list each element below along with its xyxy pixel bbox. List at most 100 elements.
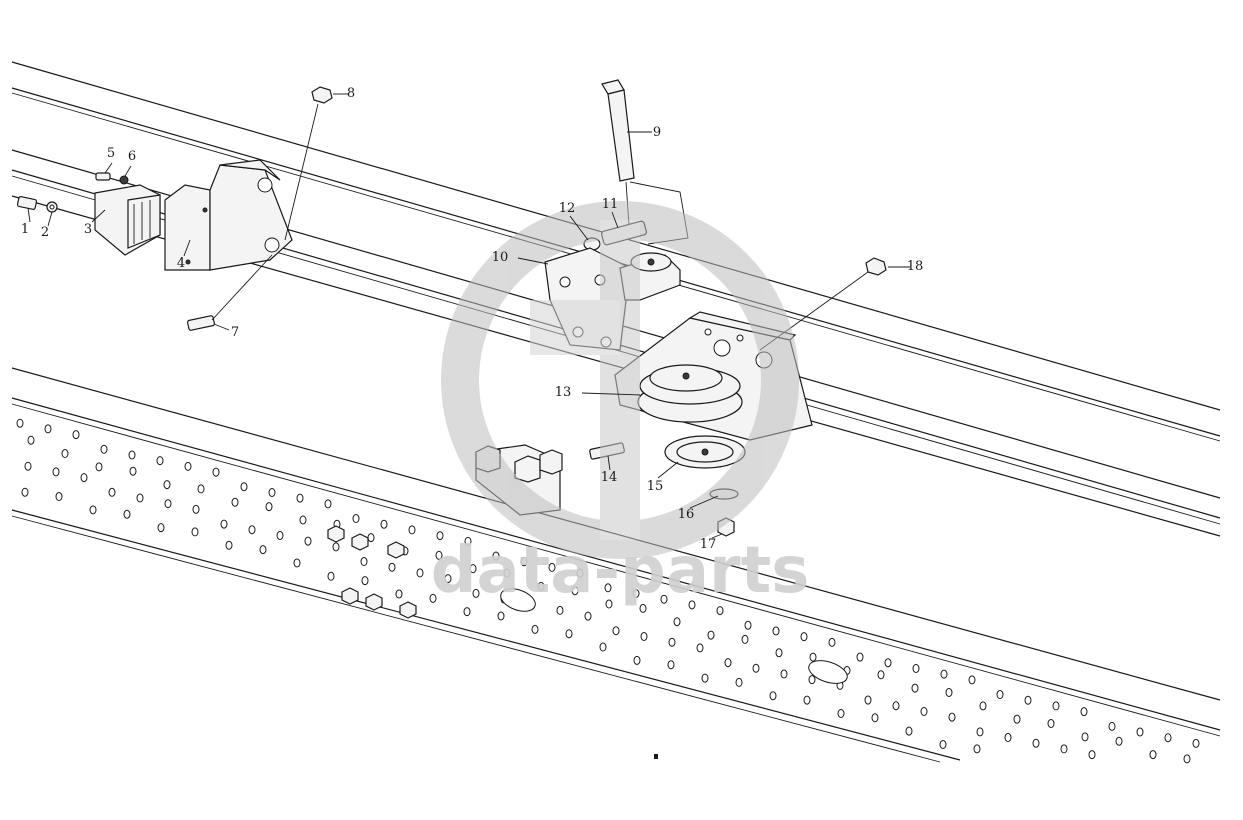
callout-4: 4: [177, 256, 185, 271]
rail-hole: [668, 637, 676, 647]
rail-hole: [192, 504, 200, 514]
rail-hole: [912, 663, 920, 673]
rail-hole: [72, 430, 80, 440]
rail-hole: [948, 712, 956, 722]
rail-hole: [639, 603, 647, 613]
rail-hole: [696, 643, 704, 653]
rail-hole: [220, 519, 228, 529]
rail-hole: [27, 435, 35, 445]
rail-hole: [1149, 750, 1157, 760]
rail-hole: [1032, 738, 1040, 748]
rail-hole: [809, 652, 817, 662]
watermark-logo: [441, 201, 799, 559]
rail-hole: [837, 708, 845, 718]
rail-hole: [352, 514, 360, 524]
rail-hole: [800, 632, 808, 642]
leader-lines: [27, 93, 910, 539]
callout-10: 10: [492, 250, 509, 265]
rail-hole: [1183, 754, 1191, 764]
rail-hole: [864, 695, 872, 705]
rail-hole: [769, 691, 777, 701]
rail-hole: [276, 530, 284, 540]
rail-hole: [803, 695, 811, 705]
rail-hole: [497, 611, 505, 621]
callout-2: 2: [41, 225, 49, 240]
rail-hole: [268, 487, 276, 497]
rail-hole: [416, 568, 424, 578]
left-mount-assembly: [16, 86, 333, 331]
rail-hole: [976, 727, 984, 737]
rail-hole: [100, 444, 108, 454]
callout-6: 6: [128, 149, 136, 164]
callout-11: 11: [602, 197, 619, 212]
rail-hole: [80, 473, 88, 483]
rail-hole: [531, 624, 539, 634]
rail-hole: [911, 683, 919, 693]
rail-hole: [129, 466, 137, 476]
rail-hole: [296, 493, 304, 503]
rail-hole: [892, 701, 900, 711]
rail-hole: [633, 655, 641, 665]
rail-hole: [55, 492, 63, 502]
slot-hole: [500, 588, 536, 612]
rail-nuts: [327, 525, 417, 619]
rail-hole: [436, 531, 444, 541]
rail-hole: [701, 673, 709, 683]
callout-5: 5: [107, 146, 115, 161]
callout-12: 12: [559, 201, 576, 216]
rail-hole: [1024, 695, 1032, 705]
rail-hole: [877, 670, 885, 680]
rail-hole: [361, 576, 369, 586]
rail-hole: [1136, 727, 1144, 737]
lower-frame-rail: [11, 367, 1221, 764]
rail-hole: [1164, 733, 1172, 743]
rail-hole: [327, 571, 335, 581]
rail-hole: [1115, 736, 1123, 746]
rail-hole: [884, 658, 892, 668]
rail-hole: [707, 630, 715, 640]
rail-hole: [735, 677, 743, 687]
rail-hole: [156, 456, 164, 466]
rail-hole: [248, 525, 256, 535]
rail-hole: [61, 449, 69, 459]
rail-hole: [1052, 701, 1060, 711]
rail-hole: [565, 629, 573, 639]
rail-hole: [21, 487, 29, 497]
rail-hole: [293, 558, 301, 568]
rail-hole: [724, 658, 732, 668]
rail-hole: [612, 626, 620, 636]
rail-hole: [191, 527, 199, 537]
rail-hole: [367, 533, 375, 543]
rail-hole: [605, 599, 613, 609]
callout-7: 7: [231, 325, 239, 340]
rail-hole: [408, 525, 416, 535]
rail-hole: [1088, 750, 1096, 760]
slot-hole: [808, 660, 848, 684]
callout-18: 18: [907, 259, 924, 274]
rail-hole: [44, 424, 52, 434]
rail-hole: [164, 499, 172, 509]
rail-holes: [16, 418, 1200, 764]
rail-hole: [599, 642, 607, 652]
rail-hole: [123, 509, 131, 519]
rail-hole: [808, 675, 816, 685]
rail-hole: [95, 462, 103, 472]
rail-hole: [673, 617, 681, 627]
rail-hole: [1108, 721, 1116, 731]
callout-13: 13: [555, 385, 572, 400]
rail-hole: [576, 568, 584, 578]
rail-hole: [752, 663, 760, 673]
rail-hole: [968, 675, 976, 685]
rail-hole: [240, 482, 248, 492]
rail-hole: [632, 588, 640, 598]
rail-hole: [225, 540, 233, 550]
rail-hole: [520, 557, 528, 567]
rail-hole: [871, 713, 879, 723]
callout-8: 8: [347, 86, 355, 101]
rail-hole: [304, 536, 312, 546]
rail-hole: [136, 493, 144, 503]
rail-hole: [744, 620, 752, 630]
rail-hole: [584, 611, 592, 621]
rail-hole: [16, 418, 24, 428]
